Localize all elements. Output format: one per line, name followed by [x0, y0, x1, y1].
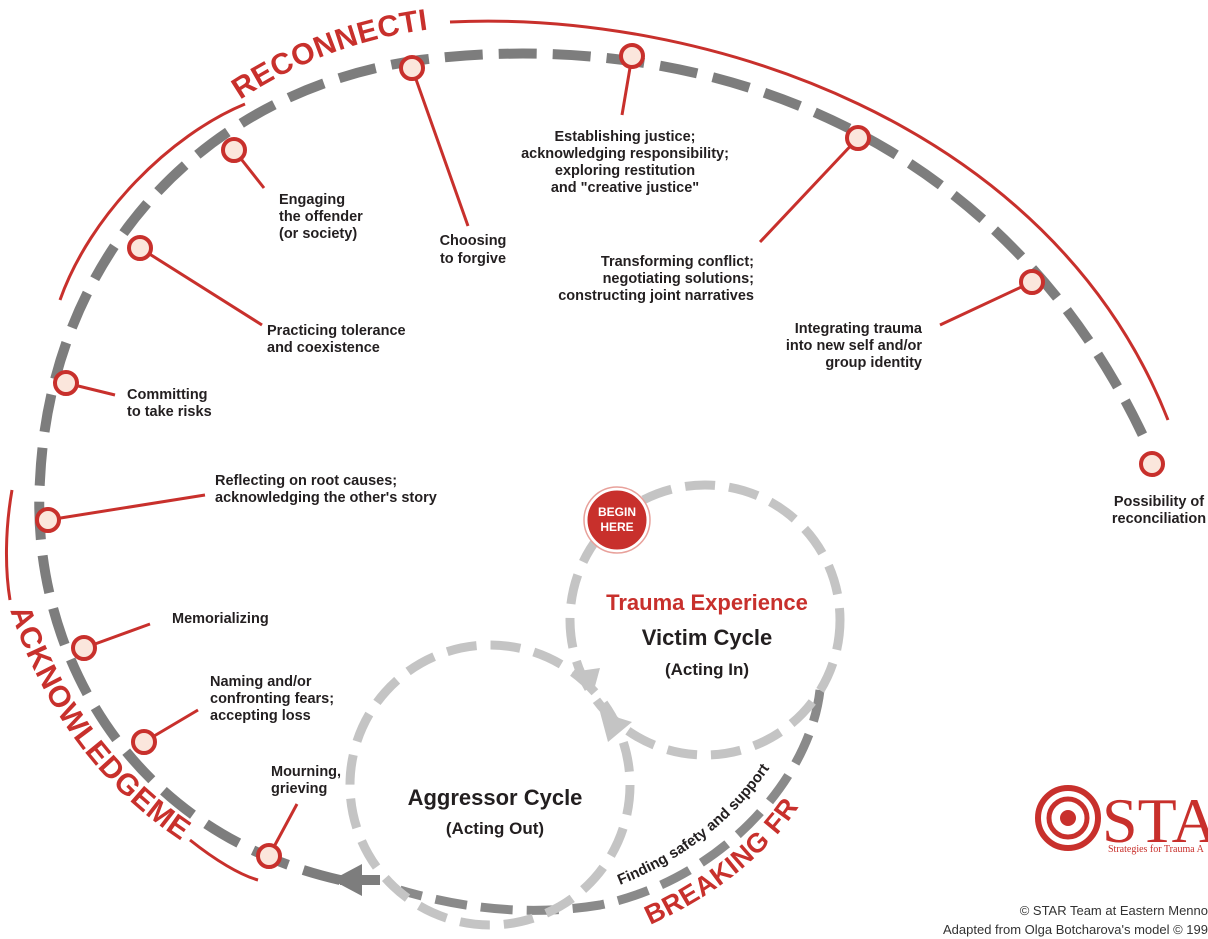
label-line: and coexistence — [267, 340, 380, 356]
step-node-transforming — [845, 125, 871, 151]
victim-cycle-arrowhead-icon — [572, 668, 600, 690]
victim-cycle-subtitle: (Acting In) — [665, 660, 749, 679]
step-node-mourning — [256, 843, 282, 869]
step-nodes — [35, 43, 1165, 869]
outer-boundary-top — [449, 19, 1170, 421]
label-line: exploring restitution — [555, 163, 695, 179]
label-line: Practicing tolerance — [267, 323, 406, 339]
label-line: accepting loss — [210, 708, 311, 724]
credit-line-1: © STAR Team at Eastern Menno — [1020, 903, 1208, 918]
label-line: Integrating trauma — [795, 321, 923, 337]
victim-cycle-ring — [565, 480, 845, 760]
label-line: Memorializing — [172, 611, 269, 627]
aggressor-cycle-ring — [345, 640, 635, 930]
outer-boundary-bottom — [189, 838, 259, 882]
label-line: and "creative justice" — [551, 180, 699, 196]
label-line: to take risks — [127, 404, 212, 420]
label-line: (or society) — [279, 226, 357, 242]
begin-line-1: BEGIN — [598, 505, 636, 519]
step-node-justice — [619, 43, 645, 69]
step-label-reflecting: Reflecting on root causes;acknowledging … — [215, 473, 437, 506]
label-line: Reflecting on root causes; — [215, 473, 397, 489]
label-line: the offender — [279, 209, 363, 225]
step-node-committing — [53, 370, 79, 396]
step-connectors — [47, 55, 1033, 857]
label-line: Choosing — [440, 233, 507, 249]
label-line: Transforming conflict; — [601, 254, 754, 270]
label-line: to forgive — [440, 251, 506, 267]
step-label-forgive: Choosing to forgive — [440, 233, 507, 267]
step-label-transforming: Transforming conflict;negotiating soluti… — [558, 254, 754, 304]
begin-here-badge: BEGIN HERE — [583, 486, 651, 554]
label-line: acknowledging the other's story — [215, 490, 437, 506]
step-node-practicing — [127, 235, 153, 261]
label-line: grieving — [271, 781, 327, 797]
outer-boundary-left — [4, 489, 14, 601]
label-line: Mourning, — [271, 764, 341, 780]
step-node-reflecting — [35, 507, 61, 533]
step-node-integrating — [1019, 269, 1045, 295]
label-line: negotiating solutions; — [603, 271, 754, 287]
logo-text: STA — [1102, 785, 1208, 856]
trauma-experience-label: Trauma Experience — [606, 590, 808, 615]
label-line: Engaging — [279, 192, 345, 208]
label-line: Possibility of — [1114, 494, 1204, 510]
label-line: Establishing justice; — [555, 129, 696, 145]
aggressor-cycle-subtitle: (Acting Out) — [446, 819, 544, 838]
star-logo: STA Strategies for Trauma A — [1035, 785, 1208, 856]
breaking-free-track — [398, 689, 825, 915]
label-line: confronting fears; — [210, 691, 334, 707]
victim-cycle-title: Victim Cycle — [642, 625, 772, 650]
step-node-memorializing — [71, 635, 97, 661]
label-line: into new self and/or — [786, 338, 923, 354]
step-label-justice: Establishing justice;acknowledging respo… — [521, 129, 729, 196]
track-arrowhead-icon — [332, 864, 362, 896]
step-node-naming — [131, 729, 157, 755]
step-node-engaging — [221, 137, 247, 163]
step-node-possibility — [1139, 451, 1165, 477]
label-line: constructing joint narratives — [558, 288, 754, 304]
label-line: Naming and/or — [210, 674, 312, 690]
label-line: group identity — [825, 355, 922, 371]
outer-boundary-top-left — [58, 102, 246, 301]
label-line: Committing — [127, 387, 208, 403]
label-line: reconciliation — [1112, 511, 1206, 527]
aggressor-cycle-arrowhead-icon — [600, 712, 632, 742]
section-reconnection: RECONNECTION — [0, 0, 430, 106]
credit-line-2: Adapted from Olga Botcharova's model © 1… — [943, 922, 1208, 937]
step-label-mourning: Mourning,grieving — [271, 764, 341, 797]
logo-tagline: Strategies for Trauma A — [1108, 844, 1205, 855]
main-healing-track — [34, 48, 1150, 885]
label-line: acknowledging responsibility; — [521, 146, 729, 162]
step-node-forgive — [399, 55, 425, 81]
aggressor-cycle-title: Aggressor Cycle — [408, 785, 583, 810]
begin-line-2: HERE — [600, 520, 633, 534]
step-label-memorializing: Memorializing — [172, 611, 269, 627]
